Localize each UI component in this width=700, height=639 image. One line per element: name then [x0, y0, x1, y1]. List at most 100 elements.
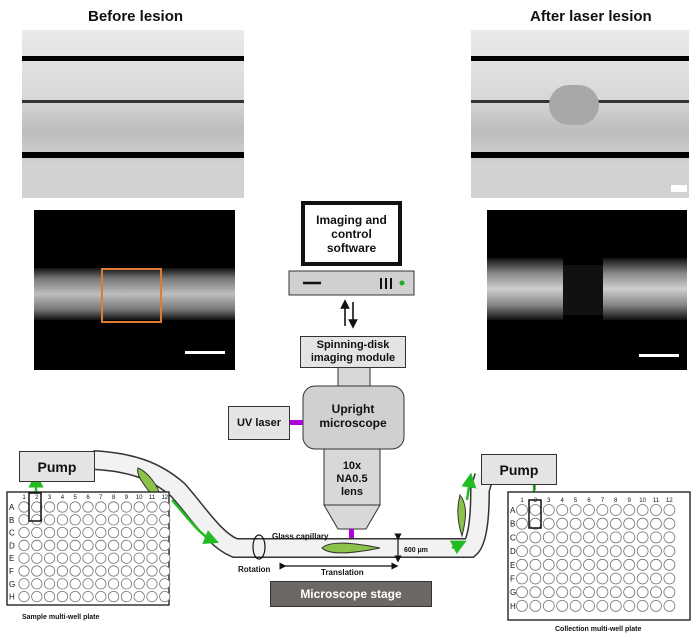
- plate-well: [542, 545, 555, 557]
- plate-well: [583, 600, 595, 612]
- plate-well: [609, 517, 622, 530]
- plate-well: [636, 600, 649, 612]
- plate-well: [69, 501, 81, 513]
- plate-well: [159, 590, 171, 603]
- row-label: H: [510, 602, 516, 611]
- plate-well: [556, 572, 569, 585]
- plate-well: [623, 600, 636, 612]
- plate-well: [108, 565, 120, 577]
- plate-well: [108, 578, 120, 590]
- plate-well: [650, 517, 662, 530]
- well-tip-marker: [528, 499, 542, 529]
- plate-well: [636, 545, 649, 557]
- plate-well: [43, 501, 56, 513]
- column-label: 6: [86, 495, 90, 501]
- scale-bar: [185, 351, 225, 354]
- plate-well: [133, 539, 145, 552]
- plate-well: [583, 517, 595, 530]
- column-label: 8: [112, 495, 116, 501]
- column-label: 4: [61, 495, 65, 501]
- spinning-disk-module: Spinning-disk imaging module: [300, 336, 406, 368]
- column-label: 2: [534, 498, 538, 504]
- column-label: 11: [149, 495, 156, 501]
- plate-well: [69, 539, 81, 552]
- row-label: B: [9, 516, 14, 525]
- plate-well: [583, 586, 595, 599]
- brightfield-before-image: [22, 30, 244, 198]
- lens-label: 10x NA0.5 lens: [336, 459, 368, 498]
- plate-well: [636, 531, 649, 544]
- plate-well: [583, 531, 595, 544]
- row-label: F: [510, 575, 515, 584]
- plate-well: [529, 586, 542, 599]
- plate-well: [82, 590, 94, 603]
- plate-well: [133, 501, 145, 513]
- plate-well: [583, 572, 595, 585]
- plate-well: [69, 526, 81, 539]
- plate-well: [95, 539, 107, 552]
- plate-well: [133, 590, 145, 603]
- plate-well: [663, 600, 676, 612]
- plate-well: [82, 501, 94, 513]
- plate-well: [69, 590, 81, 603]
- glass-capillary-tube: [92, 450, 494, 558]
- plate-well: [31, 526, 43, 539]
- plate-well: [43, 578, 56, 590]
- plate-well: [159, 565, 171, 577]
- row-label: D: [9, 541, 15, 550]
- plate-well: [596, 545, 609, 557]
- plate-well: [95, 565, 107, 577]
- plate-well: [569, 600, 582, 612]
- translation-label: Translation: [321, 568, 364, 577]
- plate-well: [542, 586, 555, 599]
- plate-well: [583, 545, 595, 557]
- column-label: 1: [520, 498, 524, 504]
- plate-well: [636, 517, 649, 530]
- row-label: D: [510, 547, 516, 556]
- plate-well: [636, 572, 649, 585]
- row-label: B: [510, 520, 515, 529]
- plate-well: [82, 526, 94, 539]
- plate-well: [56, 539, 69, 552]
- plate-well: [146, 578, 158, 590]
- plate-well: [623, 586, 636, 599]
- plate-well: [650, 545, 662, 557]
- plate-well: [663, 517, 676, 530]
- plate-well: [108, 501, 120, 513]
- plate-well: [120, 552, 133, 564]
- distance-label: 600 µm: [404, 547, 428, 554]
- plate-well: [133, 526, 145, 539]
- plate-well: [529, 572, 542, 585]
- plate-well: [663, 586, 676, 599]
- plate-well: [56, 590, 69, 603]
- plate-well: [18, 565, 30, 577]
- plate-well: [516, 600, 528, 612]
- plate-well: [650, 558, 662, 571]
- plate-well: [108, 539, 120, 552]
- rotation-icon: [252, 534, 266, 560]
- data-exchange-arrows-icon: [340, 299, 358, 329]
- plate-well: [43, 526, 56, 539]
- roi-box: [101, 268, 162, 323]
- plate-well: [609, 545, 622, 557]
- plate-well: [542, 558, 555, 571]
- plate-well: [516, 504, 528, 516]
- plate-well: [108, 514, 120, 526]
- plate-well: [636, 586, 649, 599]
- after-lesion-title: After laser lesion: [530, 8, 652, 25]
- column-label: 3: [547, 498, 551, 504]
- microscope-stage: Microscope stage: [270, 581, 432, 607]
- uv-beam: [289, 420, 303, 425]
- plate-well: [596, 600, 609, 612]
- plate-well: [18, 578, 30, 590]
- plate-well: [95, 526, 107, 539]
- plate-well: [623, 558, 636, 571]
- column-label: 10: [136, 495, 143, 501]
- plate-well: [82, 539, 94, 552]
- microscope-neck: [337, 365, 371, 387]
- plate-well: [43, 565, 56, 577]
- plate-well: [133, 552, 145, 564]
- plate-well: [56, 501, 69, 513]
- plate-well: [569, 558, 582, 571]
- row-label: A: [9, 503, 15, 512]
